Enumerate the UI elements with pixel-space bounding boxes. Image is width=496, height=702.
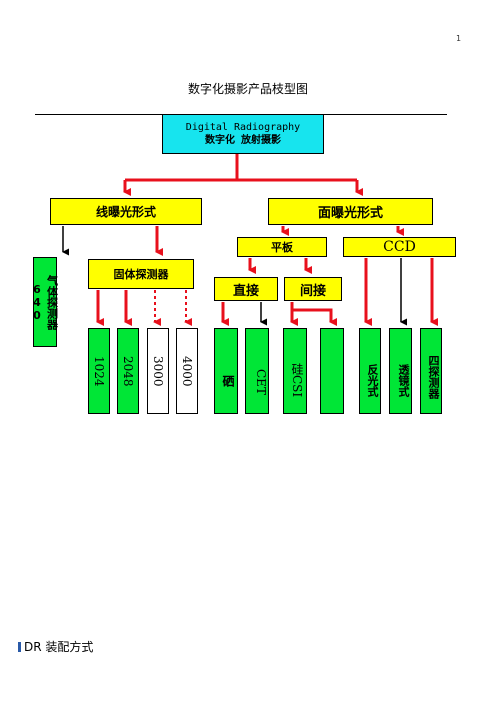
direct-node: 直接: [214, 277, 278, 301]
ccd-node: CCD: [343, 237, 456, 257]
area-exposure-node: 面曝光形式: [268, 198, 433, 225]
section-heading-text: DR 装配方式: [24, 640, 94, 654]
leaf-reflective: 反光式: [359, 328, 381, 414]
heading-marker-icon: [18, 641, 21, 652]
leaf-4000: 4000: [176, 328, 198, 414]
leaf-blank: [320, 328, 344, 414]
leaf-silicon-csi: 硅CSI: [283, 328, 307, 414]
leaf-lens: 透镜式: [389, 328, 412, 414]
line-exposure-node: 线曝光形式: [50, 198, 202, 225]
gas-detector-node: 气体探测器640: [31, 257, 59, 347]
leaf-2048: 2048: [117, 328, 139, 414]
leaf-1024: 1024: [88, 328, 110, 414]
leaf-four-detector: 四探测器: [420, 328, 442, 414]
section-heading: DR 装配方式: [18, 638, 93, 655]
root-line-cn: 数字化 放射摄影: [204, 135, 282, 146]
root-digital-radiography: Digital Radiography 数字化 放射摄影: [162, 114, 324, 154]
document-title: 数字化摄影产品枝型图: [187, 82, 308, 96]
solid-detector-node: 固体探测器: [88, 259, 194, 289]
leaf-3000: 3000: [147, 328, 169, 414]
page-number: 1: [456, 34, 462, 43]
flat-panel-node: 平板: [237, 237, 327, 257]
leaf-selenium: 硒: [214, 328, 238, 414]
indirect-node: 间接: [284, 277, 342, 301]
root-line-en: Digital Radiography: [185, 122, 301, 133]
leaf-cet: CET: [245, 328, 269, 414]
